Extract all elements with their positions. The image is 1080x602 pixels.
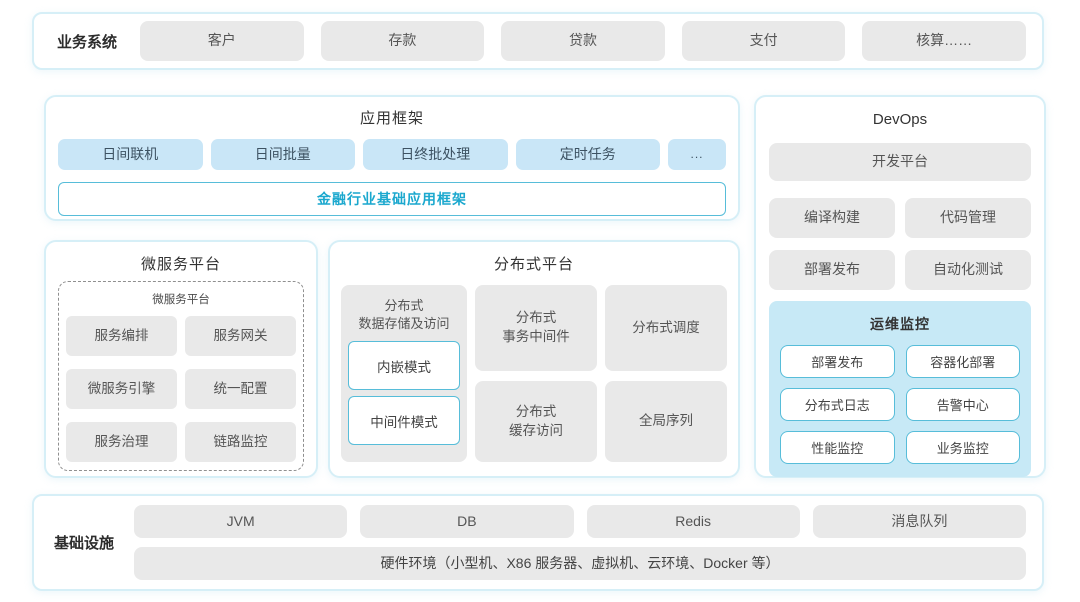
ops-monitor-panel: 运维监控 部署发布 容器化部署 分布式日志 告警中心 性能监控 业务监控: [769, 301, 1031, 477]
business-systems-label: 业务系统: [56, 33, 117, 51]
business-systems-panel: 业务系统 客户 存款 贷款 支付 核算……: [32, 12, 1044, 70]
distributed-item-transaction-middleware[interactable]: 分布式 事务中间件: [475, 285, 597, 371]
framework-item-daytime-batch[interactable]: 日间批量: [210, 139, 355, 170]
monitor-item-deploy-release[interactable]: 部署发布: [780, 345, 895, 378]
distributed-platform-title: 分布式平台: [493, 256, 574, 273]
storage-mode-embedded[interactable]: 内嵌模式: [348, 341, 460, 391]
infrastructure-label: 基础设施: [53, 535, 114, 552]
app-framework-title: 应用框架: [359, 110, 424, 127]
business-item-accounting[interactable]: 核算……: [862, 21, 1026, 61]
devops-grid: 编译构建 代码管理 部署发布 自动化测试: [769, 198, 1031, 290]
distributed-item-cache-access[interactable]: 分布式 缓存访问: [475, 381, 597, 462]
distributed-storage-panel: 分布式 数据存储及访问 内嵌模式 中间件模式: [341, 285, 467, 462]
devops-item-code-management[interactable]: 代码管理: [905, 198, 1031, 238]
distributed-item-scheduling[interactable]: 分布式调度: [605, 285, 727, 371]
microservice-platform-panel: 微服务平台 微服务平台 服务编排 服务网关 微服务引擎 统一配置 服务治理 链路…: [44, 240, 318, 478]
microservice-item-gateway[interactable]: 服务网关: [185, 316, 296, 356]
monitor-item-performance-monitor[interactable]: 性能监控: [780, 431, 895, 464]
distributed-platform-panel: 分布式平台 分布式 数据存储及访问 内嵌模式 中间件模式 分布式 事务中间件 分…: [328, 240, 740, 478]
business-items-row: 客户 存款 贷款 支付 核算……: [140, 21, 1026, 61]
monitor-item-distributed-log[interactable]: 分布式日志: [780, 388, 895, 421]
framework-item-scheduled-tasks[interactable]: 定时任务: [515, 139, 660, 170]
devops-item-automated-testing[interactable]: 自动化测试: [905, 250, 1031, 290]
app-framework-panel: 应用框架 日间联机 日间批量 日终批处理 定时任务 ... 金融行业基础应用框架: [44, 95, 740, 221]
distributed-storage-title: 分布式 数据存储及访问: [358, 298, 450, 331]
framework-item-eod-batch[interactable]: 日终批处理: [363, 139, 508, 170]
ops-monitor-title: 运维监控: [870, 316, 930, 332]
microservice-grid: 服务编排 服务网关 微服务引擎 统一配置 服务治理 链路监控: [66, 316, 296, 462]
monitor-item-container-deploy[interactable]: 容器化部署: [905, 345, 1020, 378]
business-item-deposit[interactable]: 存款: [320, 21, 485, 61]
monitor-item-alert-center[interactable]: 告警中心: [905, 388, 1020, 421]
devops-title: DevOps: [872, 111, 928, 128]
business-item-customer[interactable]: 客户: [140, 21, 304, 61]
distributed-grid: 分布式 数据存储及访问 内嵌模式 中间件模式 分布式 事务中间件 分布式调度 分…: [330, 285, 738, 462]
infra-item-redis[interactable]: Redis: [586, 505, 800, 538]
storage-mode-middleware[interactable]: 中间件模式: [348, 396, 460, 446]
business-item-payment[interactable]: 支付: [681, 21, 846, 61]
infra-item-jvm[interactable]: JVM: [134, 505, 348, 538]
microservice-item-engine[interactable]: 微服务引擎: [66, 369, 177, 409]
infra-item-db[interactable]: DB: [360, 505, 574, 538]
ops-monitor-grid: 部署发布 容器化部署 分布式日志 告警中心 性能监控 业务监控: [780, 345, 1020, 464]
monitor-item-business-monitor[interactable]: 业务监控: [905, 431, 1020, 464]
framework-item-daytime-online[interactable]: 日间联机: [58, 139, 203, 170]
distributed-item-global-sequence[interactable]: 全局序列: [605, 381, 727, 462]
infrastructure-panel: 基础设施 JVM DB Redis 消息队列 硬件环境（小型机、X86 服务器、…: [32, 494, 1044, 591]
microservice-item-governance[interactable]: 服务治理: [66, 422, 177, 462]
infrastructure-content: JVM DB Redis 消息队列 硬件环境（小型机、X86 服务器、虚拟机、云…: [134, 505, 1026, 580]
microservice-inner-title: 微服务平台: [152, 294, 210, 306]
devops-item-compile-build[interactable]: 编译构建: [769, 198, 895, 238]
infrastructure-row: JVM DB Redis 消息队列: [134, 505, 1026, 538]
app-framework-row: 日间联机 日间批量 日终批处理 定时任务 ...: [58, 139, 726, 170]
hardware-environment-bar[interactable]: 硬件环境（小型机、X86 服务器、虚拟机、云环境、Docker 等）: [134, 547, 1026, 580]
devops-panel: DevOps 开发平台 编译构建 代码管理 部署发布 自动化测试 运维监控 部署…: [754, 95, 1046, 478]
business-item-loan[interactable]: 贷款: [501, 21, 665, 61]
framework-item-more[interactable]: ...: [668, 139, 726, 170]
microservice-platform-title: 微服务平台: [140, 256, 221, 273]
microservice-item-trace-monitor[interactable]: 链路监控: [185, 422, 296, 462]
infra-item-message-queue[interactable]: 消息队列: [812, 505, 1026, 538]
financial-base-framework[interactable]: 金融行业基础应用框架: [58, 182, 726, 216]
microservice-inner-box: 微服务平台 服务编排 服务网关 微服务引擎 统一配置 服务治理 链路监控: [58, 281, 304, 471]
microservice-item-unified-config[interactable]: 统一配置: [185, 369, 296, 409]
microservice-item-orchestration[interactable]: 服务编排: [66, 316, 177, 356]
devops-item-deploy-release[interactable]: 部署发布: [769, 250, 895, 290]
devops-item-dev-platform[interactable]: 开发平台: [769, 143, 1031, 181]
